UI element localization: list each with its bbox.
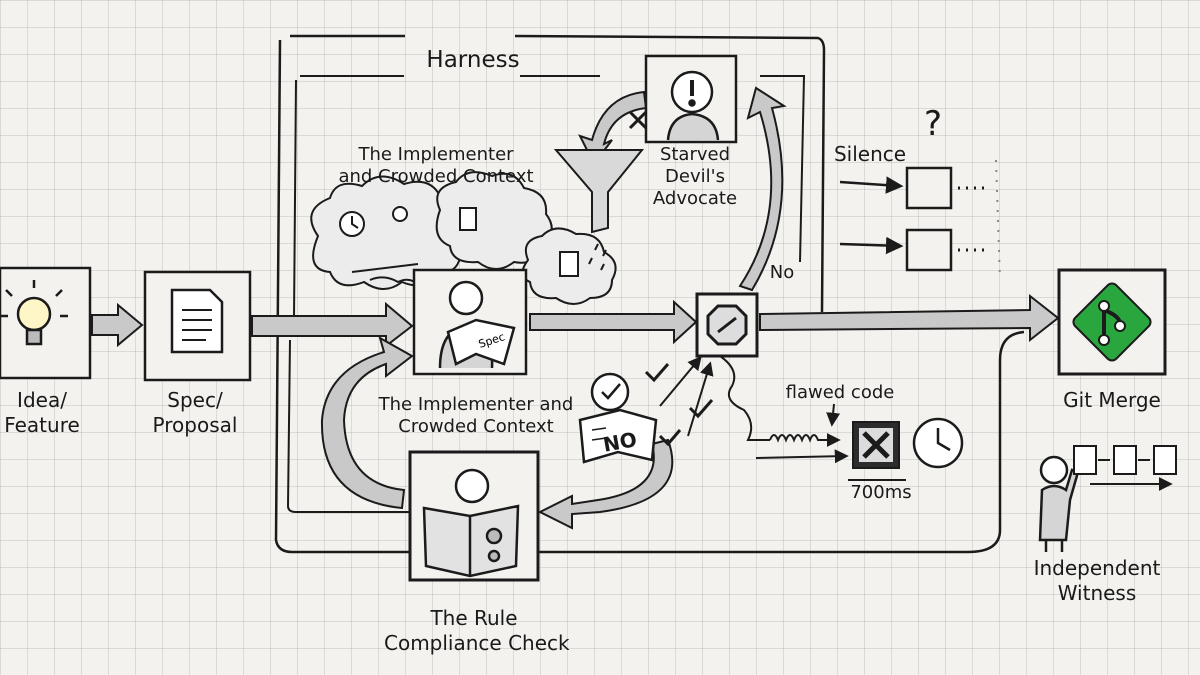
curve-stop-to-devil bbox=[738, 86, 787, 292]
rule-compliance-box bbox=[408, 450, 540, 582]
stop-sign-icon bbox=[706, 304, 748, 346]
spec-label: Spec/Proposal bbox=[152, 388, 238, 437]
checkmark-icon bbox=[644, 363, 714, 447]
git-merge-icon bbox=[1072, 282, 1152, 362]
arrow-idea-to-spec bbox=[91, 302, 144, 348]
flawed-code-path bbox=[719, 355, 906, 481]
git-merge-box bbox=[1057, 268, 1167, 376]
no-arrow-label: No bbox=[769, 262, 795, 283]
worried-person-icon bbox=[666, 70, 720, 141]
witness-documents bbox=[1073, 445, 1176, 484]
spec-reader bbox=[578, 372, 658, 464]
check-arrows bbox=[659, 355, 714, 437]
implementer-box: Spec bbox=[412, 268, 528, 376]
x-mark-icon bbox=[628, 110, 648, 130]
arrow-spec-to-implementer bbox=[251, 301, 414, 349]
harness-label: Harness bbox=[426, 47, 520, 73]
arrow-stop-to-git bbox=[759, 293, 1060, 343]
timing-label: 700ms bbox=[850, 482, 912, 503]
thought-cloud-icon bbox=[310, 171, 617, 305]
devils-advocate-box bbox=[628, 54, 738, 144]
flawed-code-label: flawed code bbox=[785, 382, 895, 403]
curve-rule-to-implementer bbox=[320, 335, 414, 510]
stop-box bbox=[695, 292, 759, 358]
idea-box bbox=[0, 266, 92, 380]
silence-label: Silence bbox=[833, 142, 907, 166]
harness-frame bbox=[274, 34, 1025, 554]
x-box-icon bbox=[852, 421, 900, 469]
document-icon bbox=[170, 288, 224, 354]
lightbulb-icon bbox=[0, 280, 68, 346]
witness-person-icon bbox=[1038, 455, 1080, 552]
person-reading-icon bbox=[438, 280, 516, 369]
feedback-arrows bbox=[320, 86, 787, 530]
rulebook-person-icon bbox=[422, 468, 520, 578]
git-merge-label: Git Merge bbox=[1063, 388, 1161, 412]
curve-spec-reader-to-rule bbox=[537, 438, 674, 530]
spec-box bbox=[143, 270, 252, 382]
question-mark: ? bbox=[923, 104, 943, 144]
funnel-icon bbox=[553, 149, 645, 271]
clock-icon bbox=[912, 417, 964, 469]
silence-boxes bbox=[839, 159, 1001, 281]
arrow-implementer-to-stop bbox=[529, 299, 698, 345]
main-flow-arrows bbox=[91, 293, 1060, 349]
idea-label: Idea/Feature bbox=[4, 388, 80, 437]
